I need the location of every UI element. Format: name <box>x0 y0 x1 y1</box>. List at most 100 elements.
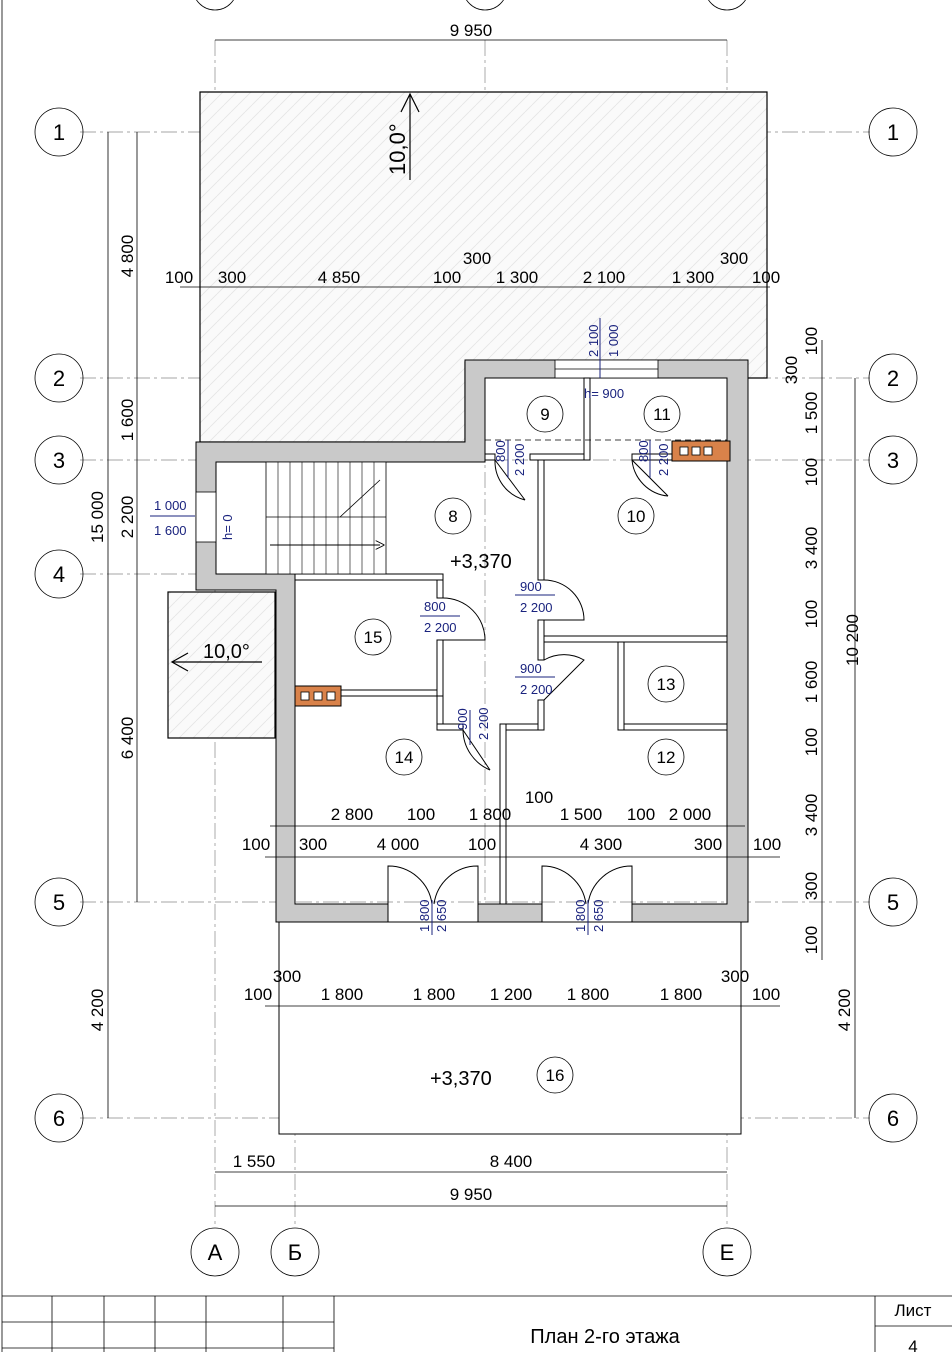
axis-5-left: 5 <box>53 890 65 915</box>
svg-text:4 800: 4 800 <box>118 235 137 278</box>
svg-text:100: 100 <box>802 458 821 486</box>
svg-text:8 400: 8 400 <box>490 1152 533 1171</box>
dim-bottom-total: 9 950 <box>450 1185 493 1204</box>
dim-top-total: 9 950 <box>450 21 493 40</box>
sheet-number: 4 <box>908 1337 917 1352</box>
svg-text:4 850: 4 850 <box>318 268 361 287</box>
svg-text:800: 800 <box>493 440 508 462</box>
svg-text:1 500: 1 500 <box>560 805 603 824</box>
balcony-level: +3,370 <box>430 1068 492 1090</box>
svg-text:4 200: 4 200 <box>88 989 107 1032</box>
svg-text:2 650: 2 650 <box>591 899 606 932</box>
chimney-blocks <box>294 440 731 707</box>
canopy-slope-label: 10,0° <box>203 641 250 663</box>
canopy-area <box>167 591 276 739</box>
room-number-11: 11 <box>653 405 671 424</box>
axis-a: А <box>208 1240 223 1265</box>
svg-text:300: 300 <box>463 249 491 268</box>
balcony-room-16 <box>278 921 742 1135</box>
svg-text:100: 100 <box>244 985 272 1004</box>
svg-text:1 500: 1 500 <box>802 392 821 435</box>
svg-text:1 600: 1 600 <box>802 661 821 704</box>
svg-text:100: 100 <box>752 985 780 1004</box>
svg-text:1 300: 1 300 <box>496 268 539 287</box>
svg-text:6 400: 6 400 <box>118 717 137 760</box>
svg-text:100: 100 <box>802 327 821 355</box>
svg-text:2 800: 2 800 <box>331 805 374 824</box>
stair-window <box>195 491 217 543</box>
floor-level: +3,370 <box>450 551 512 573</box>
svg-text:4 200: 4 200 <box>835 989 854 1032</box>
axis-b: Б <box>288 1240 302 1265</box>
room-number-9: 9 <box>540 405 549 424</box>
axis-1-left: 1 <box>53 120 65 145</box>
room-number-12: 12 <box>657 748 676 767</box>
room-number-13: 13 <box>657 675 676 694</box>
room-markers <box>354 395 685 1094</box>
room-number-16: 16 <box>546 1066 565 1085</box>
svg-text:300: 300 <box>720 249 748 268</box>
svg-text:10 200: 10 200 <box>843 614 862 666</box>
svg-text:100: 100 <box>752 268 780 287</box>
room-number-15: 15 <box>364 628 383 647</box>
svg-text:100: 100 <box>753 835 781 854</box>
svg-text:100: 100 <box>468 835 496 854</box>
top-axis-bubbles <box>196 0 746 11</box>
svg-text:1 800: 1 800 <box>573 899 588 932</box>
interior-partitions <box>294 377 728 905</box>
svg-text:h= 900: h= 900 <box>584 386 624 401</box>
axis-6-right: 6 <box>887 1106 899 1131</box>
svg-text:4 300: 4 300 <box>580 835 623 854</box>
axis-3-left: 3 <box>53 448 65 473</box>
svg-text:2 650: 2 650 <box>434 899 449 932</box>
axis-5-right: 5 <box>887 890 899 915</box>
svg-text:900: 900 <box>520 661 542 676</box>
svg-text:300: 300 <box>299 835 327 854</box>
title-block <box>2 1295 952 1352</box>
svg-text:1 200: 1 200 <box>490 985 533 1004</box>
svg-text:300: 300 <box>782 356 801 384</box>
exterior-walls <box>195 359 749 923</box>
axis-1-right: 1 <box>887 120 899 145</box>
svg-text:800: 800 <box>636 440 651 462</box>
svg-text:2 200: 2 200 <box>512 443 527 476</box>
svg-text:15 000: 15 000 <box>88 491 107 543</box>
svg-text:2 200: 2 200 <box>520 682 553 697</box>
sheet-label: Лист <box>895 1301 932 1320</box>
dimension-lines <box>107 39 856 1207</box>
svg-text:900: 900 <box>520 579 542 594</box>
svg-text:1 000: 1 000 <box>606 324 621 357</box>
svg-text:3 400: 3 400 <box>802 527 821 570</box>
svg-text:1 800: 1 800 <box>567 985 610 1004</box>
svg-text:2 200: 2 200 <box>424 620 457 635</box>
svg-text:1 800: 1 800 <box>321 985 364 1004</box>
svg-text:2 100: 2 100 <box>583 268 626 287</box>
svg-text:1 600: 1 600 <box>154 523 187 538</box>
axis-bubbles <box>34 107 918 1277</box>
wall-between-balcony-doors <box>477 903 543 923</box>
axis-2-left: 2 <box>53 366 65 391</box>
svg-text:100: 100 <box>407 805 435 824</box>
staircase <box>265 461 387 575</box>
roof-slope-label: 10,0° <box>385 123 410 175</box>
axis-6-left: 6 <box>53 1106 65 1131</box>
room-number-14: 14 <box>395 748 414 767</box>
svg-text:1 600: 1 600 <box>118 399 137 442</box>
svg-text:2 200: 2 200 <box>118 496 137 539</box>
svg-text:300: 300 <box>694 835 722 854</box>
canopy-slope-arrow <box>170 652 262 672</box>
svg-text:100: 100 <box>525 788 553 807</box>
svg-text:2 200: 2 200 <box>656 443 671 476</box>
svg-text:3 400: 3 400 <box>802 794 821 837</box>
svg-text:300: 300 <box>218 268 246 287</box>
svg-text:1 800: 1 800 <box>469 805 512 824</box>
svg-text:1 300: 1 300 <box>672 268 715 287</box>
svg-text:2 200: 2 200 <box>476 707 491 740</box>
svg-text:100: 100 <box>242 835 270 854</box>
svg-text:100: 100 <box>802 600 821 628</box>
svg-text:1 800: 1 800 <box>417 899 432 932</box>
drawing-title: План 2-го этажа <box>530 1326 680 1348</box>
svg-text:100: 100 <box>802 926 821 954</box>
room-number-8: 8 <box>448 507 457 526</box>
svg-text:2 100: 2 100 <box>586 324 601 357</box>
